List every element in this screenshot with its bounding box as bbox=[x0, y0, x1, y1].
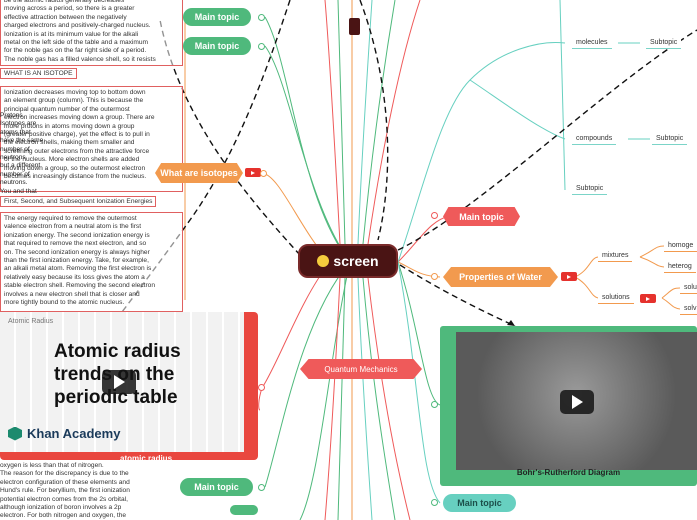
expand-toggle-icon[interactable] bbox=[260, 170, 267, 177]
video-caption: Bohr's-Rutherford Diagram bbox=[516, 468, 621, 477]
expand-toggle-icon[interactable] bbox=[258, 14, 265, 21]
expand-toggle-icon[interactable] bbox=[258, 384, 265, 391]
subtopic-1[interactable]: Subtopic bbox=[646, 37, 682, 49]
video-caption: atomic radius bbox=[120, 454, 173, 463]
expand-toggle-icon[interactable] bbox=[431, 212, 438, 219]
play-button-icon[interactable] bbox=[102, 370, 136, 394]
subtopic-compounds[interactable]: compounds bbox=[572, 133, 617, 145]
main-topic-bottom-right[interactable]: Main topic bbox=[443, 494, 516, 512]
main-topic-bottom-left[interactable]: Main topic bbox=[180, 478, 253, 496]
ionization-energies-note: The energy required to remove the outerm… bbox=[0, 212, 183, 312]
thumb-label: Atomic Radius bbox=[8, 318, 54, 325]
expand-toggle-icon[interactable] bbox=[431, 499, 438, 506]
brand-name: Khan Academy bbox=[27, 426, 121, 441]
isotope-definition-note: Protons Isotopes are atoms that have the… bbox=[0, 112, 44, 195]
video-card-atomic-radius[interactable]: Atomic Radius Atomic radius trends on th… bbox=[0, 312, 258, 460]
emoji-icon bbox=[317, 255, 330, 267]
subtopic-solutions[interactable]: solutions bbox=[598, 292, 634, 304]
topic-what-are-isotopes[interactable]: What are isotopes bbox=[155, 163, 243, 183]
topic-collapsed[interactable] bbox=[230, 505, 258, 515]
expand-toggle-icon[interactable] bbox=[431, 273, 438, 280]
subtopic-3[interactable]: Subtopic bbox=[572, 183, 608, 195]
topic-quantum-mechanics[interactable]: Quantum Mechanics bbox=[300, 359, 422, 379]
khan-logo-icon bbox=[8, 426, 22, 441]
central-topic[interactable]: screen bbox=[298, 244, 398, 278]
subtopic-heterogeneous[interactable]: heterog bbox=[664, 261, 696, 273]
subtopic-solvent[interactable]: solv bbox=[680, 303, 697, 315]
khan-academy-logo: Khan Academy bbox=[8, 426, 120, 441]
main-topic-1[interactable]: Main topic bbox=[183, 8, 251, 26]
ionization-period-note: be the atomic radius generally decreases… bbox=[0, 0, 183, 66]
play-button-icon[interactable] bbox=[560, 390, 594, 414]
discrepancy-note: oxygen is less than that of nitrogen. Th… bbox=[0, 462, 183, 520]
subtopic-molecules[interactable]: molecules bbox=[572, 37, 612, 49]
subtopic-mixtures[interactable]: mixtures bbox=[598, 250, 633, 262]
main-topic-right[interactable]: Main topic bbox=[443, 207, 520, 226]
drag-handle[interactable] bbox=[349, 18, 360, 35]
video-thumbnail[interactable] bbox=[456, 332, 697, 470]
video-link-icon[interactable] bbox=[561, 272, 577, 281]
video-link-icon[interactable] bbox=[640, 294, 656, 303]
subtopic-homogeneous[interactable]: homoge bbox=[664, 240, 697, 252]
video-card-bohr[interactable] bbox=[440, 326, 697, 486]
expand-toggle-icon[interactable] bbox=[431, 401, 438, 408]
subtopic-solute[interactable]: solu bbox=[680, 282, 697, 294]
main-topic-2[interactable]: Main topic bbox=[183, 37, 251, 55]
video-link-icon[interactable] bbox=[245, 168, 261, 177]
expand-toggle-icon[interactable] bbox=[258, 484, 265, 491]
subtopic-2[interactable]: Subtopic bbox=[652, 133, 688, 145]
topic-properties-of-water[interactable]: Properties of Water bbox=[443, 267, 558, 287]
isotope-heading[interactable]: WHAT IS AN ISOTOPE bbox=[0, 68, 77, 79]
ionization-group-note: Ionization decreases moving top to botto… bbox=[0, 86, 183, 192]
video-title: Atomic radius trends on the periodic tab… bbox=[54, 341, 181, 408]
expand-toggle-icon[interactable] bbox=[258, 43, 265, 50]
central-topic-label: screen bbox=[333, 253, 379, 269]
ionization-energies-heading[interactable]: First, Second, and Subsequent Ionization… bbox=[0, 196, 157, 207]
video-thumbnail[interactable]: Atomic Radius Atomic radius trends on th… bbox=[0, 312, 244, 452]
